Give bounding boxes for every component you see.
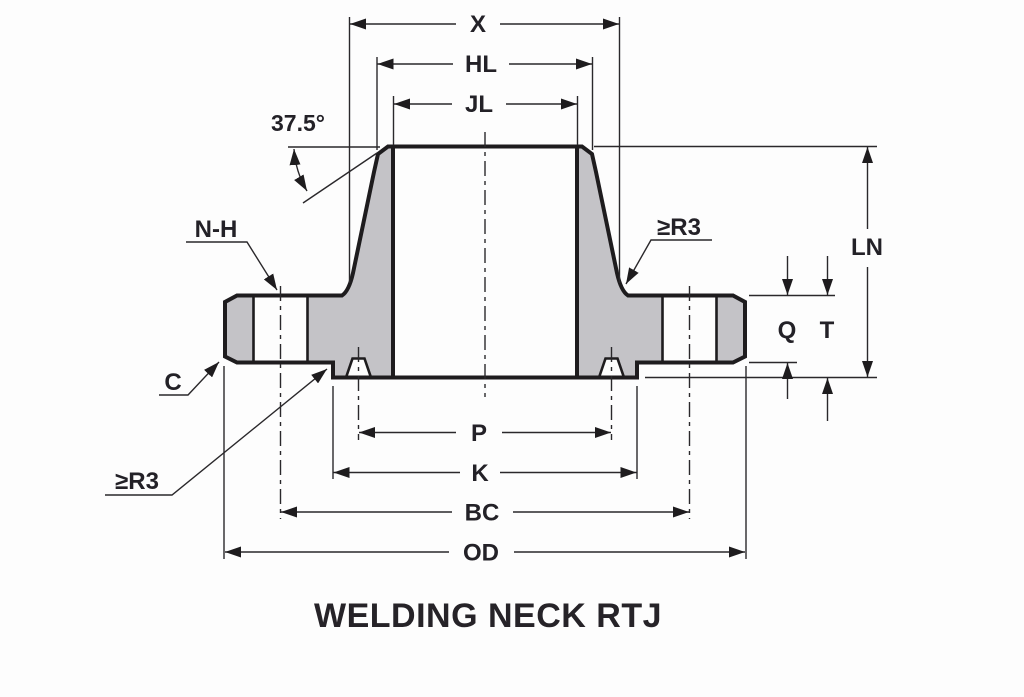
label-fillet-left: ≥R3 [115,468,159,495]
dim-label-jl: JL [465,91,493,118]
dim-label-ln: LN [851,234,883,261]
dimension-jl: JL [394,91,577,118]
dimension-p: P [359,420,611,447]
callout-bolt-holes: N-H [186,216,278,291]
dim-label-x: X [470,11,486,38]
leader-line [159,361,220,396]
dim-label-bc: BC [465,500,500,527]
bevel-angle-callout: 37.5° [271,110,380,204]
dimension-hl: HL [377,51,592,78]
callout-chamfer: C [159,361,220,396]
callout-fillet-left: ≥R3 [105,368,328,496]
dim-label-od: OD [463,540,499,567]
dim-label-hl: HL [465,51,497,78]
angle-arc [289,148,308,192]
angle-bevel-line [302,152,378,204]
dimension-od: OD [225,540,745,567]
leader-line [105,368,328,496]
dim-label-p: P [471,420,487,447]
callout-fillet-right: ≥R3 [625,214,712,285]
dimension-q: Q [778,256,797,399]
label-fillet-right: ≥R3 [657,214,701,241]
dimension-ln: LN [851,147,883,377]
dimension-k: K [333,460,637,487]
dimension-x: X [350,11,619,38]
label-chamfer: C [164,369,181,396]
leader-line [186,241,278,291]
angle-label: 37.5° [271,110,325,136]
drawing-title: WELDING NECK RTJ [314,597,662,635]
dimension-t: T [820,256,835,421]
dim-label-q: Q [778,317,797,344]
dim-label-k: K [471,460,489,487]
centerlines [279,132,691,519]
leader-line [625,239,712,285]
dim-label-t: T [820,317,835,344]
dimension-bc: BC [281,500,689,527]
label-bolt-holes: N-H [195,216,238,243]
extension-lines [223,17,877,559]
